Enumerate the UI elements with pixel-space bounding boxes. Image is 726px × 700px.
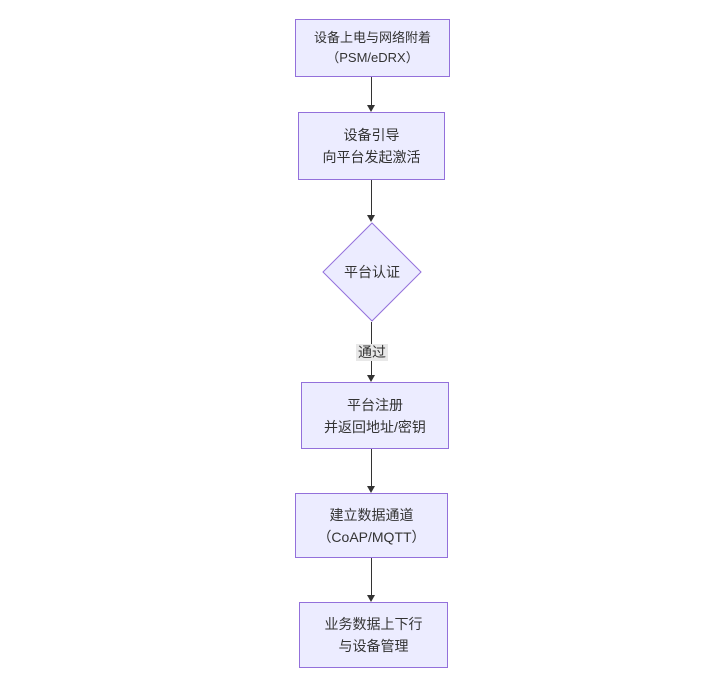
node-label-line: （CoAP/MQTT） <box>317 528 426 545</box>
node-label-line: 向平台发起激活 <box>322 149 421 165</box>
node-label-line: 并返回地址/密钥 <box>324 418 426 435</box>
flow-edge-5 <box>366 558 377 602</box>
node-label-line: （PSM/eDRX） <box>326 50 419 65</box>
edge-line <box>371 558 372 596</box>
node-label-line: 设备上电与网络附着 <box>313 30 431 45</box>
flow-edge-4 <box>366 449 377 493</box>
flow-node-bootstrap: 设备引导 向平台发起激活 <box>298 112 445 180</box>
flow-node-register: 平台注册 并返回地址/密钥 <box>301 382 449 449</box>
flow-edge-1 <box>366 77 377 112</box>
edge-line <box>371 77 372 106</box>
edge-line <box>371 180 372 216</box>
arrowhead-icon <box>367 595 375 602</box>
arrowhead-icon <box>367 375 375 382</box>
flow-edge-2 <box>366 180 377 222</box>
node-label-line: 平台注册 <box>347 396 403 413</box>
node-label-line: 设备引导 <box>343 127 400 143</box>
flow-node-auth-decision: 平台认证 <box>322 222 422 322</box>
edge-line <box>371 449 372 487</box>
edge-label-pass: 通过 <box>356 344 388 361</box>
arrowhead-icon <box>367 105 375 112</box>
flow-node-power-attach: 设备上电与网络附着 （PSM/eDRX） <box>295 19 450 77</box>
node-label-line: 平台认证 <box>344 264 400 280</box>
arrowhead-icon <box>367 486 375 493</box>
node-label-line: 业务数据上下行 <box>324 616 423 632</box>
node-label-line: 建立数据通道 <box>329 506 414 523</box>
arrowhead-icon <box>367 215 375 222</box>
flow-node-business: 业务数据上下行 与设备管理 <box>299 602 448 668</box>
flow-node-channel: 建立数据通道 （CoAP/MQTT） <box>295 493 448 558</box>
diamond-shape <box>322 222 422 322</box>
node-label-line: 与设备管理 <box>338 638 409 654</box>
